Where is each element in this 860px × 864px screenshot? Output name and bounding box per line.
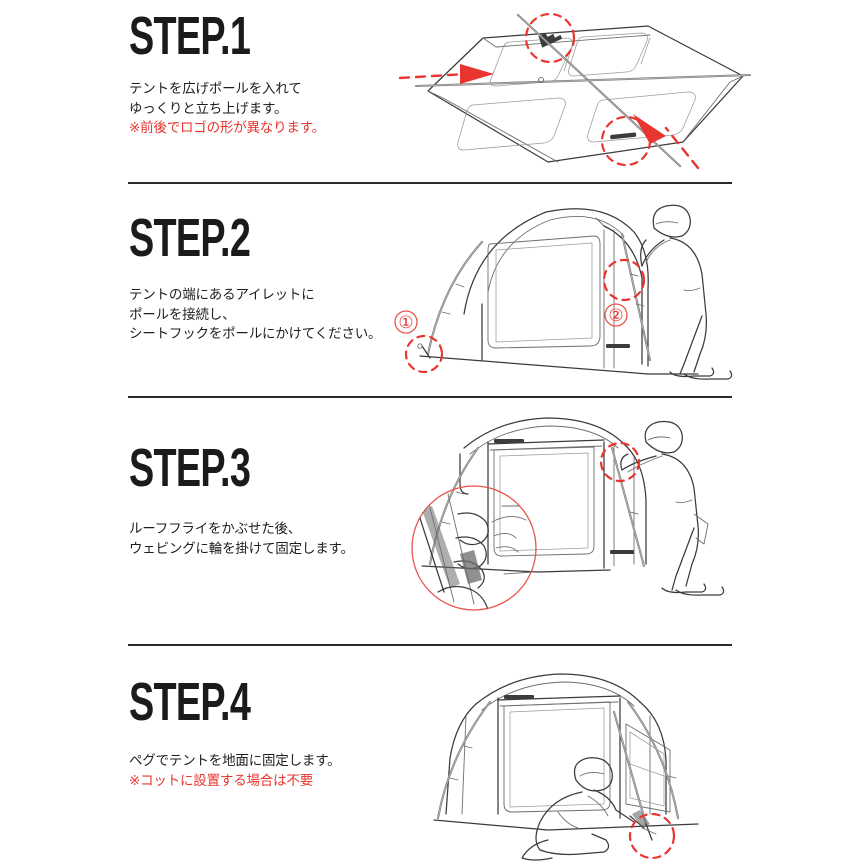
step-block-2: STEP.2 テントの端にあるアイレットに ポールを接続し、 シートフックをポー… [0,196,860,392]
step-2-line-2: ポールを接続し、 [129,306,236,323]
step-3-illustration [398,414,858,636]
step-1-line-2: ゆっくりと立ち上げます。 [129,100,288,117]
step-3-line-2: ウェビングに輪を掛けて固定します。 [129,540,354,557]
tent-logo-bar [606,344,630,348]
working-pole [610,446,646,568]
tent-door-mesh [493,446,595,557]
ground-line [433,819,699,831]
tent-canopy [445,673,667,819]
step-3-line-1: ルーフフライをかぶせた後、 [129,521,302,537]
step-2-heading: STEP.2 [129,208,251,268]
step-4-text-column: STEP.4 ペグでテントを地面に固定します。 ※コットに設置する場合は不要 [129,674,419,791]
step-4-note: ※コットに設置する場合は不要 [129,772,314,789]
dashed-red-circle-front-logo [524,12,576,64]
step-block-1: STEP.1 テントを広げポールを入れて ゆっくりと立ち上げます。 ※前後でロゴ… [0,0,860,180]
step-1-illustration [398,2,858,178]
divider-3 [128,644,732,646]
dashed-red-circle-webbing-loop [599,441,641,483]
tent-side-flap [625,723,671,813]
tent-logo-bar [610,550,634,554]
divider-1 [128,182,732,184]
person-figure [640,204,733,380]
dashed-red-circle-rear-logo [600,115,652,167]
tent-rear-logo [610,132,637,140]
tent-front-logo [538,33,563,48]
divider-2 [128,396,732,398]
left-pole [428,446,480,566]
step-1-line-1: テントを広げポールを入れて [129,81,302,97]
step-2-illustration: ① ② [394,196,858,392]
callout-number-2-sheet-hook: ② [604,303,628,327]
peg [641,823,657,841]
step-4-line-1: ペグでテントを地面に固定します。 [129,753,341,769]
person-figure [620,420,725,596]
step-1-heading: STEP.1 [129,6,251,66]
step-block-4: STEP.4 ペグでテントを地面に固定します。 ※コットに設置する場合は不要 [0,660,860,861]
step-2-text-column: STEP.2 テントの端にあるアイレットに ポールを接続し、 シートフックをポー… [129,210,419,345]
step-1-text-column: STEP.1 テントを広げポールを入れて ゆっくりと立ち上げます。 ※前後でロゴ… [129,8,419,139]
callout-2-label: ② [608,306,623,326]
ground-line [419,355,699,375]
step-4-heading: STEP.4 [129,672,251,732]
tent-fly-logo [504,695,534,699]
step-3-text-column: STEP.3 ルーフフライをかぶせた後、 ウェビングに輪を掛けて固定します。 [129,440,419,559]
step-1-note: ※前後でロゴの形が異なります。 [129,120,325,136]
tent-canopy [463,208,649,369]
tent-flat-body [427,25,744,163]
step-4-illustration [398,664,858,864]
eyelet-detail [417,343,431,359]
step-block-3: STEP.3 ルーフフライをかぶせた後、 ウェビングに輪を掛けて固定します。 [0,414,860,642]
detail-zoom-circle-hand-on-webbing [411,485,537,611]
tent-panel-outlines [457,32,696,151]
left-pole [426,240,484,356]
dashed-red-circle-hook [602,258,646,302]
step-2-line-3: シートフックをポールにかけてください。 [129,326,382,342]
tent-door-mesh [503,701,611,813]
step-3-heading: STEP.3 [129,438,251,498]
person-kneeling [521,757,650,861]
working-pole [620,232,652,362]
poles [436,700,680,826]
dashed-red-circle-peg [628,812,676,860]
ground-line [421,565,611,573]
tent-fly-logo [494,439,524,443]
tent-with-roof-fly [459,417,647,569]
red-dashed-arrow-right [633,114,700,170]
step-2-line-1: テントの端にあるアイレットに [129,287,315,303]
tent-door-panel [487,235,601,349]
tent-poles [414,13,752,168]
